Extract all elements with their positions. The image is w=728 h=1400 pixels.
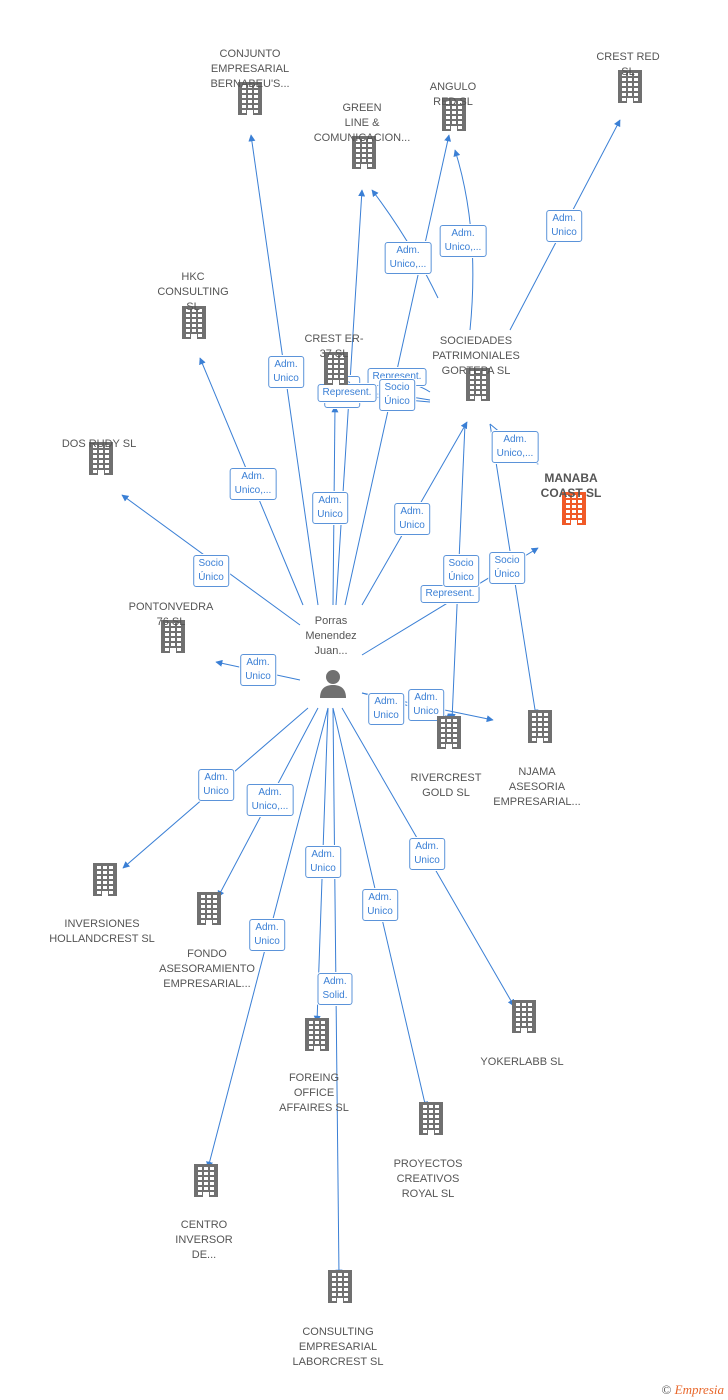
edge-label-center-fondo[interactable]: Adm. Unico,... [246,784,294,816]
footer-brand: © Empresia [662,1382,725,1398]
building-icon-fondo[interactable] [196,891,222,925]
edge-label-center-hkc[interactable]: Adm. Unico,... [229,468,277,500]
edge-label-center-rivercrest[interactable]: Adm. Unico [368,693,404,725]
company-label-dosrudy[interactable]: DOS RUDY SL [61,438,137,450]
edge-label-center-green[interactable]: Adm. Unico [312,492,348,524]
copyright-symbol: © [661,1382,672,1397]
edge-label-sociedades-crester[interactable]: Socio Único [379,379,415,411]
building-icon-conjunto[interactable] [237,81,263,115]
edge-label-sociedades-crestred[interactable]: Adm. Unico [546,210,582,242]
building-icon-pontonvedra[interactable] [160,619,186,653]
edge-label-sociedades-njama[interactable]: Socio Único [489,552,525,584]
company-label-inversiones[interactable]: INVERSIONES HOLLANDCREST SL [49,918,155,945]
building-icon-hkc[interactable] [181,305,207,339]
company-label-foreing[interactable]: FOREING OFFICE AFFAIRES SL [279,1072,349,1114]
company-label-angulo[interactable]: ANGULO RED SL [429,81,477,108]
company-label-conjunto[interactable]: CONJUNTO EMPRESARIAL BERNABEU'S... [210,48,290,90]
edge-label-center-njama[interactable]: Adm. Unico [408,689,444,721]
edge-label-center-angulo[interactable]: Adm. Unico [394,503,430,535]
person-name[interactable]: Porras Menendez Juan... [305,615,357,657]
company-label-crester[interactable]: CREST ER- 37 SL [304,333,364,360]
edge-label-sociedades-angulo[interactable]: Adm. Unico,... [439,225,487,257]
company-label-rivercrest[interactable]: RIVERCREST GOLD SL [410,772,482,799]
company-label-hkc[interactable]: HKC CONSULTING SL [157,271,229,313]
building-icon-proyectos[interactable] [418,1101,444,1135]
company-label-pontonvedra[interactable]: PONTONVEDRA 76 SL [128,601,214,628]
building-icon-manaba[interactable] [561,491,587,525]
edge-label-center-yokerlabb[interactable]: Adm. Unico [409,838,445,870]
building-icon-sociedades[interactable] [465,367,491,401]
building-icon-njama[interactable] [527,709,553,743]
building-icon-crester[interactable] [323,351,349,385]
building-icon-inversiones[interactable] [92,862,118,896]
company-label-centro[interactable]: CENTRO INVERSOR DE... [175,1219,233,1261]
edge-label-sociedades-rivercrest[interactable]: Socio Único [443,555,479,587]
building-icon-yokerlabb[interactable] [511,999,537,1033]
edge-label-center-consulting[interactable]: Adm. Solid. [317,973,353,1005]
company-label-sociedades[interactable]: SOCIEDADES PATRIMONIALES GORTEPA SL [432,335,520,377]
building-icon-consulting[interactable] [327,1269,353,1303]
edge-label-center-inversiones[interactable]: Adm. Unico [198,769,234,801]
edge-label-center-pontonvedra[interactable]: Adm. Unico [240,654,276,686]
building-icon-angulo[interactable] [441,97,467,131]
company-label-manaba[interactable]: MANABA COAST SL [540,471,602,500]
person-icon[interactable] [318,668,348,698]
company-label-crestred[interactable]: CREST RED SL [596,51,660,78]
edge-label-sociedades-green[interactable]: Adm. Unico,... [384,242,432,274]
company-label-yokerlabb[interactable]: YOKERLABB SL [480,1056,564,1068]
company-label-consulting[interactable]: CONSULTING EMPRESARIAL LABORCREST SL [292,1326,384,1368]
building-icon-centro[interactable] [193,1163,219,1197]
company-label-fondo[interactable]: FONDO ASESORAMIENTO EMPRESARIAL... [159,948,255,990]
company-label-green[interactable]: GREEN LINE & COMUNICACION... [313,102,411,144]
building-icon-foreing[interactable] [304,1017,330,1051]
company-label-proyectos[interactable]: PROYECTOS CREATIVOS ROYAL SL [393,1158,463,1200]
building-icon-green[interactable] [351,135,377,169]
building-icon-rivercrest[interactable] [436,715,462,749]
edge-label-center-conjunto[interactable]: Adm. Unico [268,356,304,388]
brand-logo: Empresia [674,1382,724,1397]
building-icon-crestred[interactable] [617,69,643,103]
edge-label-sociedades-manaba[interactable]: Adm. Unico,... [491,431,539,463]
edge-label-center-foreing[interactable]: Adm. Unico [305,846,341,878]
building-icon-dosrudy[interactable] [88,441,114,475]
company-label-njama[interactable]: NJAMA ASESORIA EMPRESARIAL... [493,766,581,808]
edge-label-center-dosrudy[interactable]: Socio Único [193,555,229,587]
edge-label-center-manaba[interactable]: Represent. [420,585,480,603]
edge-label-center-proyectos[interactable]: Adm. Unico [362,889,398,921]
edge-label-center-centro[interactable]: Adm. Unico [249,919,285,951]
edge-label-sociedades-crester[interactable]: Represent. [317,384,377,402]
